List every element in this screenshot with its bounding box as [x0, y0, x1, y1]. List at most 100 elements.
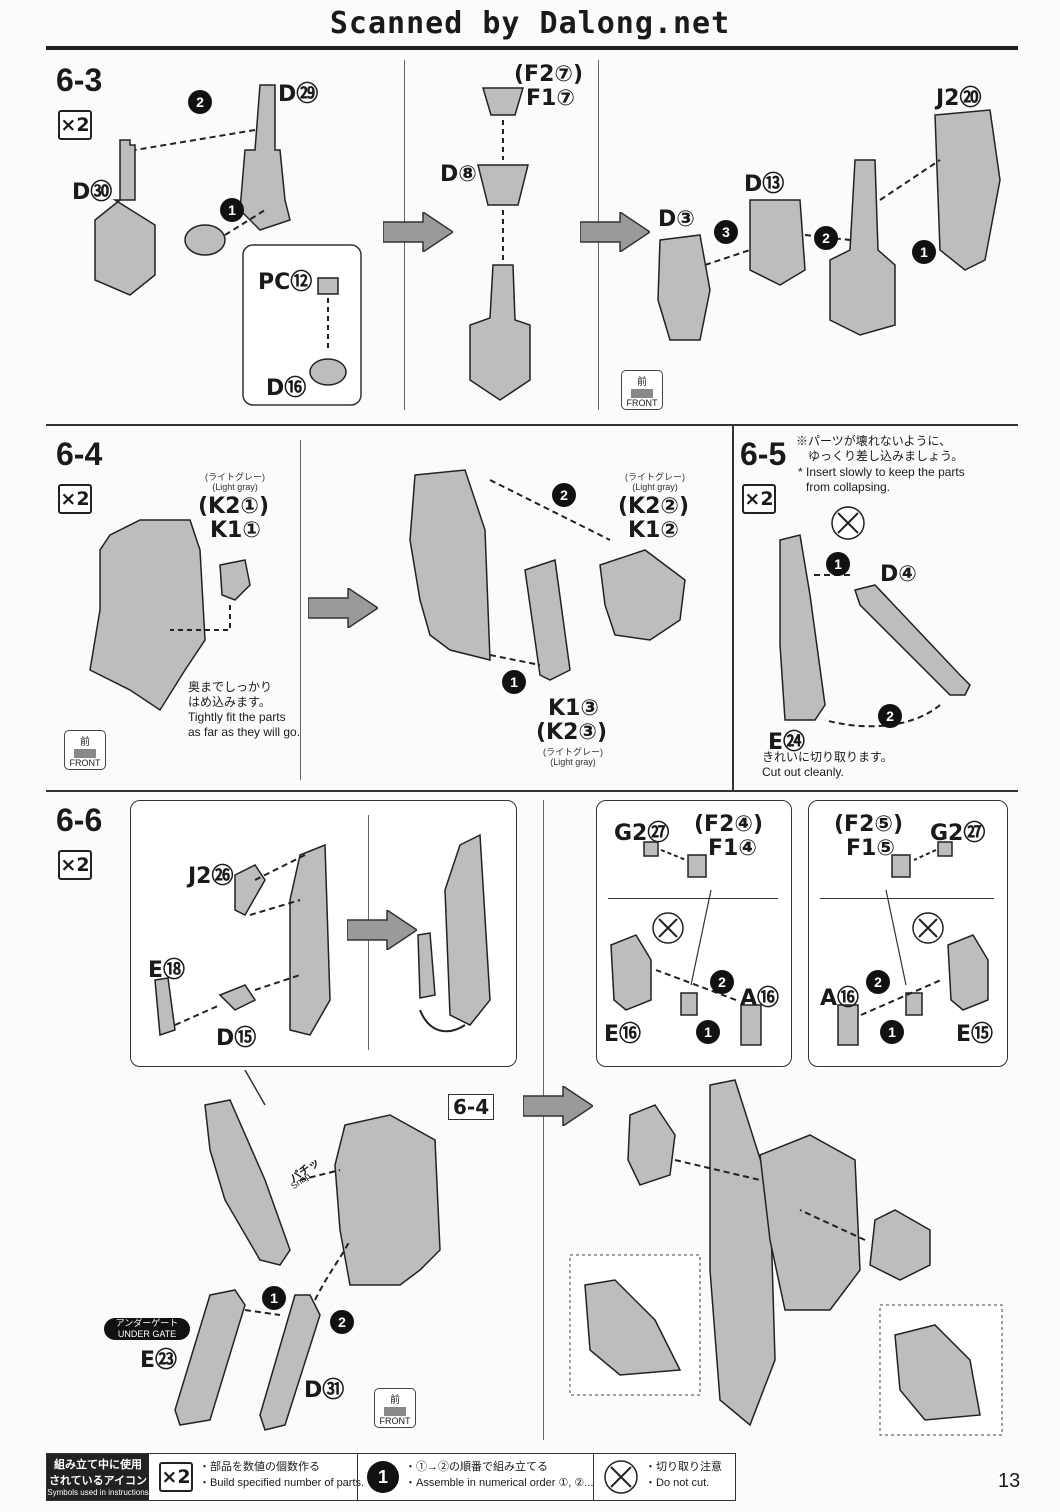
part-label-f2-4: (F2④): [694, 812, 764, 837]
insert-note-en-2: from collapsing.: [806, 480, 891, 494]
step-6-4-illustrations: [89, 469, 686, 712]
part-label-e16: E⑯: [604, 1022, 642, 1047]
symbols-legend: 組み立て中に使用 されているアイコン Symbols used in instr…: [46, 1453, 736, 1501]
part-label-f2-5: (F2⑤): [834, 812, 904, 837]
box-divider: [820, 898, 994, 899]
page-number: 13: [998, 1470, 1021, 1492]
step-6-6-leg-assembly: [569, 1079, 1003, 1436]
part-label-j2-20: J2⑳: [936, 86, 982, 111]
order-badge-2: 2: [710, 970, 734, 994]
legend-separator: [357, 1454, 358, 1500]
qty-x2-icon: ×2: [58, 484, 92, 514]
part-label-d31: D㉛: [304, 1378, 345, 1403]
part-label-k1-1: K1①: [210, 518, 261, 543]
part-label-f2-7: (F2⑦): [514, 62, 584, 87]
order-badge-2: 2: [330, 1310, 354, 1334]
step-6-6-main-illustrations: [174, 1070, 441, 1431]
part-label-g2-27: G2㉗: [614, 821, 670, 846]
sub-divider-64: [300, 440, 301, 780]
legend-separator: [593, 1454, 594, 1500]
part-label-d15: D⑮: [216, 1026, 257, 1051]
part-label-k2-1: (K2①): [198, 494, 270, 519]
insert-note-jp-1: ※パーツが壊れないように、: [796, 434, 952, 448]
light-gray-en: (Light gray): [632, 482, 678, 492]
step-6-6-detail-illustrations: [154, 833, 491, 1037]
part-label-k2-3: (K2③): [536, 720, 608, 745]
part-label-e23: E㉓: [140, 1348, 178, 1373]
part-label-e18: E⑱: [148, 958, 186, 983]
flow-arrow-icon: [523, 1086, 593, 1126]
part-label-e24: E㉔: [768, 730, 806, 755]
order-badge-1: 1: [912, 240, 936, 264]
leg-detail-illustrations: [610, 841, 989, 1046]
part-label-pc12: PC⑫: [258, 270, 313, 295]
fit-note-en-1: Tightly fit the parts: [188, 710, 286, 724]
step-6-6-number: 6-6: [56, 802, 103, 838]
insert-note-jp-2: ゆっくり差し込みましょう。: [808, 449, 964, 463]
part-label-d16: D⑯: [266, 376, 307, 401]
ref-step-badge: 6-4: [448, 1094, 495, 1120]
order-badge-2: 2: [552, 483, 576, 507]
legend-title: 組み立て中に使用 されているアイコン Symbols used in instr…: [47, 1454, 149, 1500]
part-label-a16: A⑯: [820, 986, 860, 1011]
box-divider: [608, 898, 778, 899]
part-label-d30: D㉚: [72, 180, 113, 205]
light-gray-jp: (ライトグレー): [205, 472, 265, 482]
part-label-d3: D③: [658, 207, 695, 232]
cut-note-jp: きれいに切り取ります。: [762, 750, 893, 764]
qty-x2-icon: ×2: [159, 1462, 193, 1492]
order-badge-2: 2: [188, 90, 212, 114]
order-badge-1: 1: [696, 1020, 720, 1044]
part-label-g2-27: G2㉗: [930, 821, 986, 846]
part-label-j2-26: J2㉖: [188, 864, 234, 889]
part-label-k1-2: K1②: [628, 518, 679, 543]
order-badge-2: 2: [878, 704, 902, 728]
step-6-5-illustrations: [779, 506, 971, 728]
part-label-f1-5: F1⑤: [846, 836, 895, 861]
cutter-icon: [604, 1460, 638, 1494]
flow-arrow-icon: [383, 212, 453, 252]
step-6-4-number: 6-4: [56, 436, 103, 472]
order-badge-1: 1: [826, 552, 850, 576]
part-label-f1-7: F1⑦: [526, 86, 575, 111]
order-badge-1: 1: [880, 1020, 904, 1044]
row-divider-1: [46, 424, 1018, 426]
qty-x2-icon: ×2: [742, 484, 776, 514]
step-6-5-number: 6-5: [740, 436, 787, 472]
part-label-d29: D㉙: [278, 82, 319, 107]
row-divider-2: [46, 790, 1018, 792]
flow-arrow-icon: [308, 588, 378, 628]
legend-order-en: ・Assemble in numerical order ①, ②...: [405, 1477, 594, 1489]
order-badge-1: 1: [220, 198, 244, 222]
order-badge-2: 2: [814, 226, 838, 250]
part-label-a16: A⑯: [740, 986, 780, 1011]
fit-note-en-2: as far as they will go.: [188, 725, 301, 739]
sub-divider-66: [543, 800, 544, 1440]
part-label-d13: D⑬: [744, 172, 785, 197]
step-6-3-number: 6-3: [56, 62, 103, 98]
order-badge-icon: 1: [367, 1461, 399, 1493]
top-rule: [46, 46, 1018, 50]
light-gray-jp: (ライトグレー): [543, 747, 603, 757]
order-badge-1: 1: [262, 1286, 286, 1310]
cut-note-en: Cut out cleanly.: [762, 765, 844, 779]
part-label-k1-3: K1③: [548, 696, 599, 721]
insert-note-en-1: * Insert slowly to keep the parts: [798, 465, 965, 479]
flow-arrow-icon: [580, 212, 650, 252]
order-badge-1: 1: [502, 670, 526, 694]
legend-cut-en: ・Do not cut.: [645, 1477, 710, 1489]
light-gray-en: (Light gray): [550, 757, 596, 767]
qty-x2-icon: ×2: [58, 110, 92, 140]
light-gray-jp: (ライトグレー): [625, 472, 685, 482]
part-label-k2-2: (K2②): [618, 494, 690, 519]
legend-order-jp: ・①→②の順番で組み立てる: [405, 1461, 548, 1473]
legend-cut-jp: ・切り取り注意: [645, 1461, 722, 1473]
order-badge-2: 2: [866, 970, 890, 994]
col-divider-65: [732, 425, 734, 790]
order-badge-3: 3: [714, 220, 738, 244]
fit-note-jp-1: 奥までしっかり: [188, 680, 273, 694]
